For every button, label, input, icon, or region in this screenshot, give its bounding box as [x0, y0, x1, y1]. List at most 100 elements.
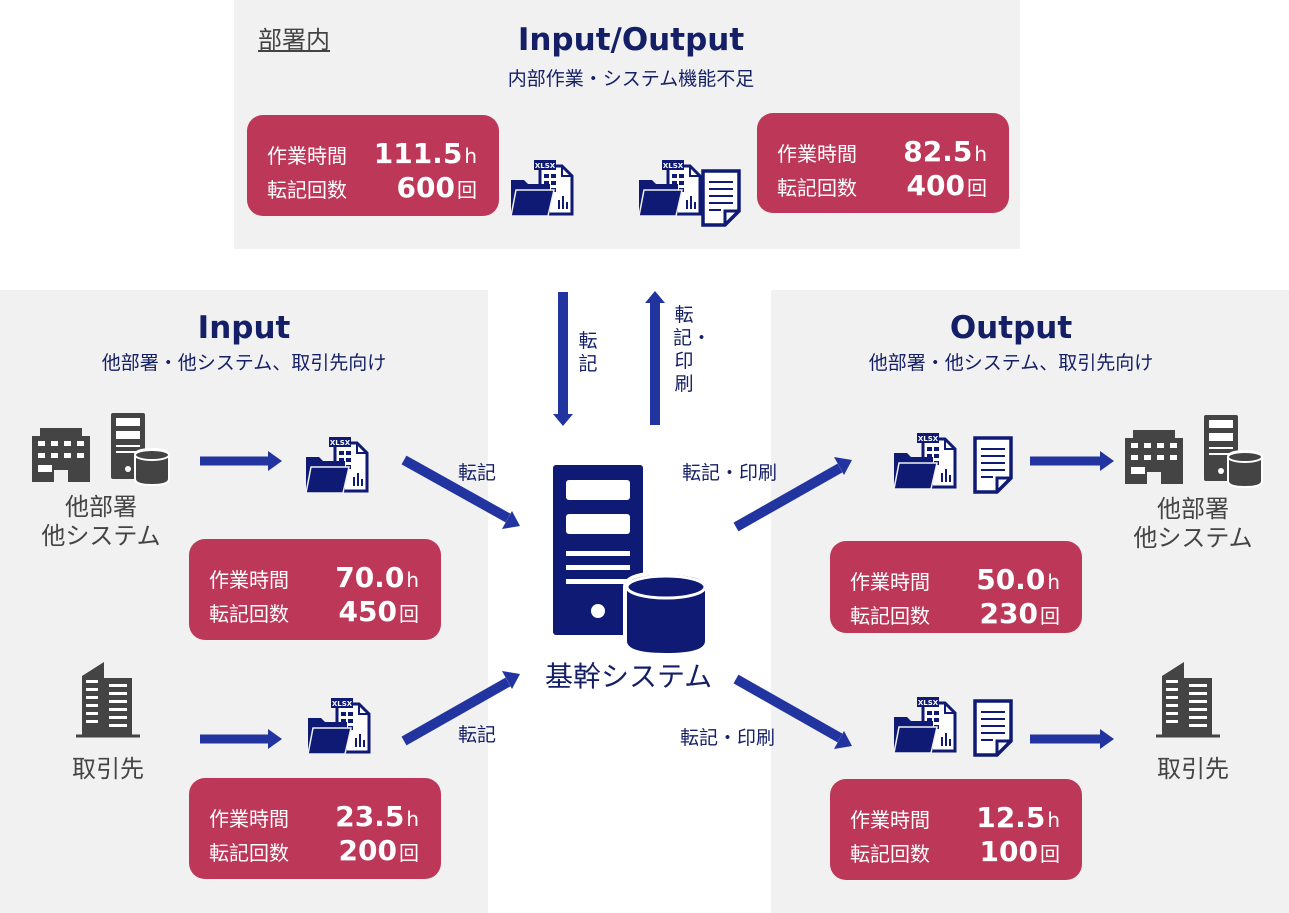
transcription-count-label: 転記回数: [209, 841, 289, 865]
xlsx-folder-icon: XLSX: [510, 160, 574, 216]
output-title: Output: [949, 310, 1073, 346]
arrow-diagonal: [733, 457, 852, 532]
unit: h: [464, 144, 477, 168]
server-database-icon: [1204, 415, 1264, 489]
work-time-label: 作業時間: [209, 807, 289, 831]
work-time-number: 23.5: [335, 800, 405, 833]
target-label-departments: 他部署 他システム: [1133, 495, 1253, 552]
transcription-count-label: 転記回数: [777, 176, 857, 200]
transcription-count-label: 転記回数: [209, 602, 289, 626]
svg-text:XLSX: XLSX: [330, 439, 351, 447]
io-title: Input/Output: [517, 22, 745, 58]
work-time-label: 作業時間: [267, 144, 347, 168]
count-number: 200: [338, 834, 397, 867]
arrow-diagonal: [733, 674, 852, 749]
source-label-departments: 他部署 他システム: [41, 493, 161, 550]
work-time-number: 82.5: [903, 135, 973, 168]
input-subtitle: 他部署・他システム、取引先向け: [101, 352, 387, 374]
arrow-label: 転記・印刷: [682, 462, 778, 484]
arrow-right: [200, 729, 282, 749]
svg-text:XLSX: XLSX: [918, 699, 939, 707]
unit: h: [1047, 570, 1060, 594]
svg-text:XLSX: XLSX: [332, 700, 353, 708]
count-number: 600: [396, 171, 455, 204]
transcription-count-label: 転記回数: [850, 604, 930, 628]
down-arrow-label: 転記: [578, 330, 598, 375]
arrow-right: [200, 451, 282, 471]
work-time-number: 12.5: [976, 801, 1046, 834]
up-arrow: [645, 291, 665, 425]
section-label: 部署内: [258, 26, 330, 54]
arrow-right: [1030, 729, 1114, 749]
unit: 回: [1040, 842, 1060, 866]
xlsx-folder-icon: XLSX: [893, 697, 957, 753]
arrow-diagonal: [401, 671, 520, 746]
count-number: 230: [979, 597, 1038, 630]
tower-building-icon: [1154, 662, 1222, 738]
svg-text:XLSX: XLSX: [918, 435, 939, 443]
count-number: 400: [906, 169, 965, 202]
svg-text:XLSX: XLSX: [663, 162, 684, 170]
arrow-label: 転記: [458, 724, 497, 746]
target-label-partners: 取引先: [1157, 755, 1229, 783]
core-server-icon: [553, 465, 709, 661]
count-number: 450: [338, 595, 397, 628]
unit: h: [406, 568, 419, 592]
down-arrow: [553, 292, 573, 426]
source-label-partners: 取引先: [72, 755, 144, 783]
unit: 回: [399, 841, 419, 865]
svg-text:XLSX: XLSX: [535, 162, 556, 170]
unit: h: [406, 807, 419, 831]
xlsx-folder-icon: XLSX: [305, 437, 369, 493]
xlsx-folder-icon: XLSX: [307, 698, 371, 754]
office-building-icon: [1125, 428, 1185, 486]
unit: h: [974, 142, 987, 166]
unit: 回: [457, 178, 477, 202]
server-database-icon: [111, 413, 171, 487]
xlsx-folder-icon: XLSX: [893, 433, 957, 489]
unit: 回: [967, 176, 987, 200]
document-icon: [973, 436, 1015, 494]
document-icon: [701, 169, 743, 227]
transcription-count-label: 転記回数: [850, 842, 930, 866]
work-time-label: 作業時間: [850, 570, 930, 594]
arrow-diagonal: [401, 455, 520, 529]
io-subtitle: 内部作業・システム機能不足: [507, 68, 755, 90]
arrow-right: [1030, 451, 1114, 471]
arrow-label: 転記: [458, 462, 497, 484]
office-building-icon: [32, 426, 92, 484]
unit: h: [1047, 808, 1060, 832]
core-system-label: 基幹システム: [545, 660, 713, 693]
output-subtitle: 他部署・他システム、取引先向け: [868, 352, 1154, 374]
work-time-label: 作業時間: [777, 142, 857, 166]
tower-building-icon: [74, 662, 142, 738]
transcription-count-label: 転記回数: [267, 178, 347, 202]
work-time-number: 111.5: [373, 137, 463, 170]
xlsx-folder-icon: XLSX: [638, 160, 702, 216]
unit: 回: [399, 602, 419, 626]
